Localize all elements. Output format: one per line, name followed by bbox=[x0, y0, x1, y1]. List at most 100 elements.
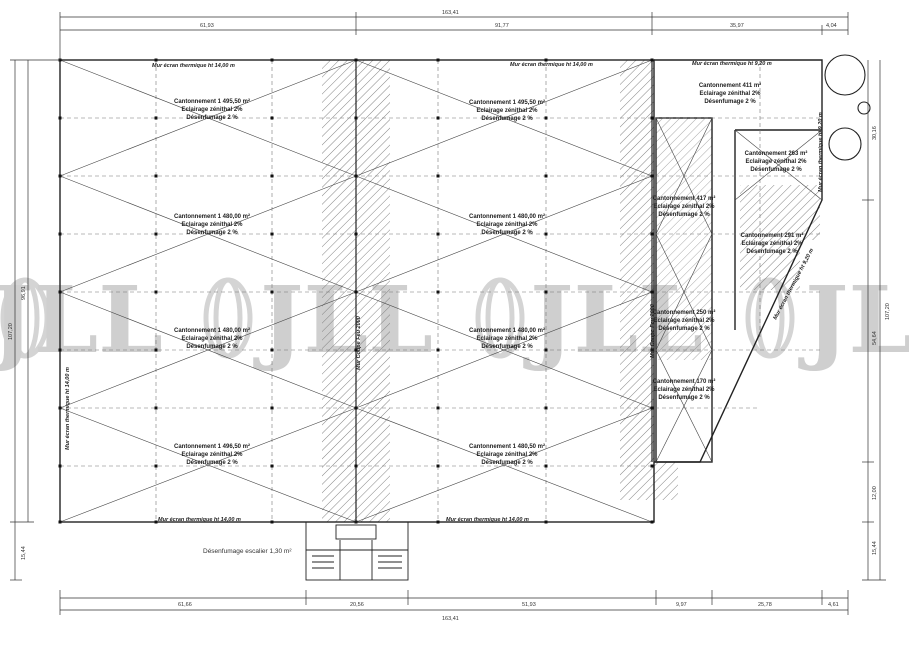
firewall-band bbox=[620, 60, 654, 500]
column-marker bbox=[354, 348, 358, 352]
column-marker bbox=[436, 174, 440, 178]
column-marker bbox=[270, 348, 274, 352]
wall-label-bottom-left: Mur écran thermique ht 14,00 m bbox=[158, 517, 241, 523]
column-marker bbox=[58, 290, 62, 294]
dim-right-lower: 12,00 bbox=[872, 486, 878, 500]
wall-label-top-right: Mur écran thermique ht 9,20 m bbox=[692, 61, 772, 67]
dim-top-segment: 4,04 bbox=[826, 23, 837, 29]
column-marker bbox=[354, 58, 358, 62]
column-marker bbox=[354, 174, 358, 178]
zone-detail: Désenfumage 2 % bbox=[658, 395, 710, 401]
column-marker bbox=[436, 464, 440, 468]
column-marker bbox=[650, 406, 654, 410]
dim-top-total: 163,41 bbox=[442, 10, 459, 16]
zone-title: Cantonnement 250 m² bbox=[653, 309, 716, 316]
wall-label-bottom-right: Mur écran thermique ht 14,00 m bbox=[446, 517, 529, 523]
column-marker bbox=[270, 520, 274, 524]
hatched-area-right bbox=[740, 185, 820, 240]
zone-detail: Eclairage zénithal 2% bbox=[699, 91, 761, 97]
column-marker bbox=[354, 116, 358, 120]
firewall-band bbox=[654, 462, 678, 500]
column-marker bbox=[270, 116, 274, 120]
column-marker bbox=[544, 58, 548, 62]
zone-detail: Eclairage zénithal 2% bbox=[653, 318, 715, 324]
column-marker bbox=[544, 174, 548, 178]
zone-title: Cantonnement 1 495,50 m² bbox=[469, 99, 545, 106]
column-marker bbox=[154, 406, 158, 410]
dim-right-upper: 30,16 bbox=[872, 126, 878, 140]
zone-detail: Désenfumage 2 % bbox=[658, 326, 710, 332]
zone-detail: Désenfumage 2 % bbox=[186, 460, 238, 466]
dim-bottom-segment: 4,61 bbox=[828, 602, 839, 608]
column-marker bbox=[154, 290, 158, 294]
dim-top-segment: 35,97 bbox=[730, 23, 744, 29]
zone-detail: Eclairage zénithal 2% bbox=[181, 452, 243, 458]
zone-detail: Eclairage zénithal 2% bbox=[653, 204, 715, 210]
watermark-text: JLL bbox=[0, 266, 163, 374]
zone-title: Cantonnement 1 480,00 m² bbox=[174, 327, 250, 334]
dim-bottom-segment: 9,97 bbox=[676, 602, 687, 608]
hatched-area-right bbox=[656, 118, 712, 360]
column-marker bbox=[436, 406, 440, 410]
dim-top-segment: 61,93 bbox=[200, 23, 214, 29]
zone-title: Cantonnement 1 480,00 m² bbox=[469, 213, 545, 220]
zone-detail: Eclairage zénithal 2% bbox=[476, 452, 538, 458]
wall-label-left: Mur écran thermique ht 14,00 m bbox=[65, 367, 71, 450]
tank-circle bbox=[828, 127, 862, 161]
zone-title: Cantonnement 291 m² bbox=[741, 232, 804, 239]
column-marker bbox=[154, 348, 158, 352]
column-marker bbox=[270, 232, 274, 236]
column-marker bbox=[650, 290, 654, 294]
zone-detail: Eclairage zénithal 2% bbox=[745, 159, 807, 165]
zone-title: Cantonnement 417 m² bbox=[653, 195, 716, 202]
column-marker bbox=[436, 58, 440, 62]
column-marker bbox=[650, 232, 654, 236]
watermark: JLL JLL JLL JLL bbox=[0, 266, 909, 374]
zone-detail: Eclairage zénithal 2% bbox=[741, 241, 803, 247]
wall-label-right-side: Mur écran thermique ht 9,20 m bbox=[818, 112, 824, 192]
zone-detail: Désenfumage 2 % bbox=[186, 230, 238, 236]
column-marker bbox=[58, 116, 62, 120]
watermark-text: JLL bbox=[798, 266, 909, 374]
dim-bottom-segment: 20,56 bbox=[350, 602, 364, 608]
zone-detail: Désenfumage 2 % bbox=[481, 116, 533, 122]
column-marker bbox=[544, 232, 548, 236]
column-marker bbox=[270, 58, 274, 62]
column-markers bbox=[58, 58, 654, 524]
column-marker bbox=[154, 520, 158, 524]
tank-circle bbox=[824, 54, 866, 96]
column-marker bbox=[650, 174, 654, 178]
dim-bottom-segment: 25,78 bbox=[758, 602, 772, 608]
dim-left-lower: 15,44 bbox=[21, 546, 27, 560]
column-marker bbox=[650, 116, 654, 120]
column-marker bbox=[58, 232, 62, 236]
column-marker bbox=[650, 520, 654, 524]
column-grid bbox=[60, 60, 822, 522]
column-marker bbox=[270, 406, 274, 410]
zone-detail: Désenfumage 2 % bbox=[186, 115, 238, 121]
dim-top-segment: 91,77 bbox=[495, 23, 509, 29]
column-marker bbox=[436, 232, 440, 236]
column-marker bbox=[436, 348, 440, 352]
dim-right-mid: 54,64 bbox=[872, 331, 878, 345]
dim-bottom-segment: 61,66 bbox=[178, 602, 192, 608]
zone-detail: Eclairage zénithal 2% bbox=[181, 222, 243, 228]
column-marker bbox=[544, 406, 548, 410]
zone-detail: Désenfumage 2 % bbox=[750, 167, 802, 173]
firewall-label: Mur Coupe Feu 2000 bbox=[650, 304, 656, 358]
column-marker bbox=[354, 232, 358, 236]
column-marker bbox=[154, 232, 158, 236]
column-marker bbox=[270, 464, 274, 468]
zone-detail: Eclairage zénithal 2% bbox=[476, 222, 538, 228]
zone-detail: Désenfumage 2 % bbox=[704, 99, 756, 105]
firewall-label: Mur Coupe Feu 2000 bbox=[356, 316, 362, 370]
hatched-area-right bbox=[740, 240, 800, 290]
bracing-diagonals bbox=[59, 59, 823, 523]
column-marker bbox=[354, 406, 358, 410]
zone-detail: Eclairage zénithal 2% bbox=[476, 336, 538, 342]
zone-detail: Désenfumage 2 % bbox=[658, 212, 710, 218]
zone-title: Cantonnement 411 m² bbox=[699, 82, 761, 89]
zone-title: Cantonnement 170 m² bbox=[653, 378, 716, 385]
column-marker bbox=[154, 58, 158, 62]
